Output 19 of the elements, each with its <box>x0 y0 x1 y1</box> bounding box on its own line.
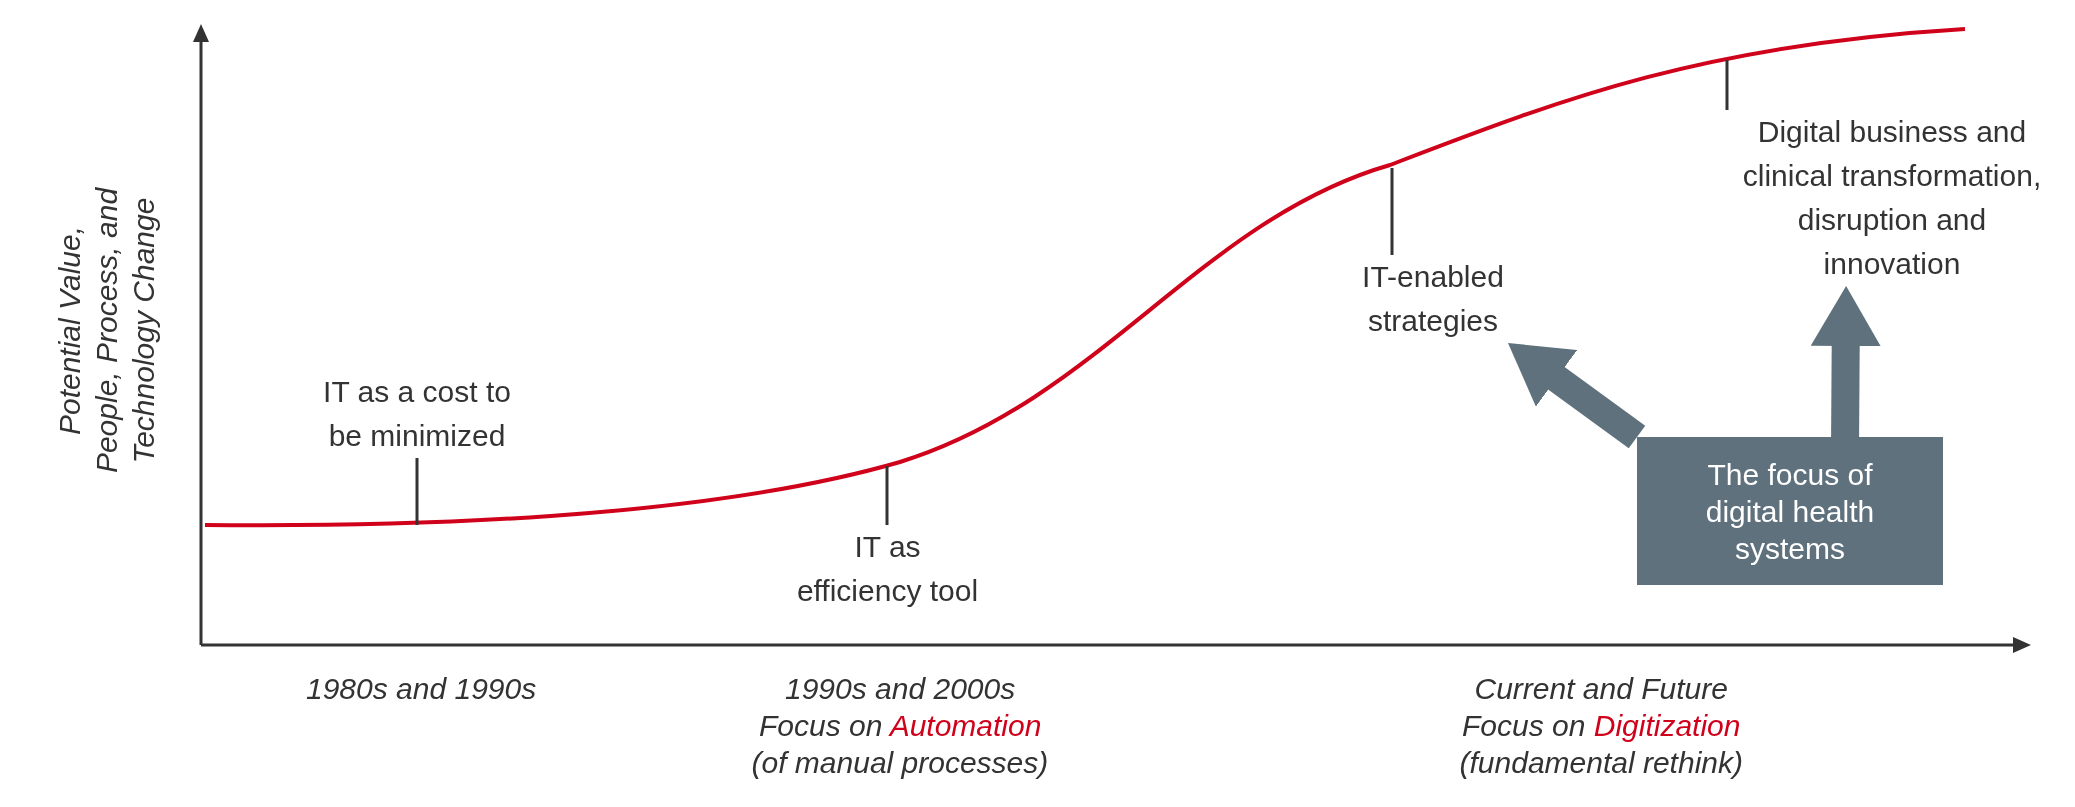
stage-label: Digital business and clinical transformation, disruption and innovation <box>1737 110 2047 286</box>
period-label: Current and Future <box>1474 671 1728 707</box>
period-label: 1990s and 2000s <box>785 671 1016 707</box>
block-arrow <box>1810 286 1881 438</box>
stage-label: IT-enabled strategies <box>1358 255 1508 343</box>
stage-label: IT as efficiency tool <box>795 525 980 613</box>
block-arrow <box>1508 343 1646 449</box>
period-label: 1980s and 1990s <box>306 671 537 707</box>
leader-line <box>1725 60 1729 110</box>
leader-line <box>1390 168 1394 255</box>
focus-label: Focus on Digitization <box>1462 708 1741 744</box>
leader-line <box>415 458 419 525</box>
focus-note: (fundamental rethink) <box>1459 745 1743 781</box>
focus-label: Focus on Automation <box>759 708 1042 744</box>
focus-note: (of manual processes) <box>751 745 1049 781</box>
axis-title: Potential Value, People, Process, and Technology Change <box>51 186 161 475</box>
callout-box: The focus of digital health systems <box>1637 437 1943 585</box>
stage-label: IT as a cost to be minimized <box>312 370 522 458</box>
leader-line <box>885 466 889 525</box>
